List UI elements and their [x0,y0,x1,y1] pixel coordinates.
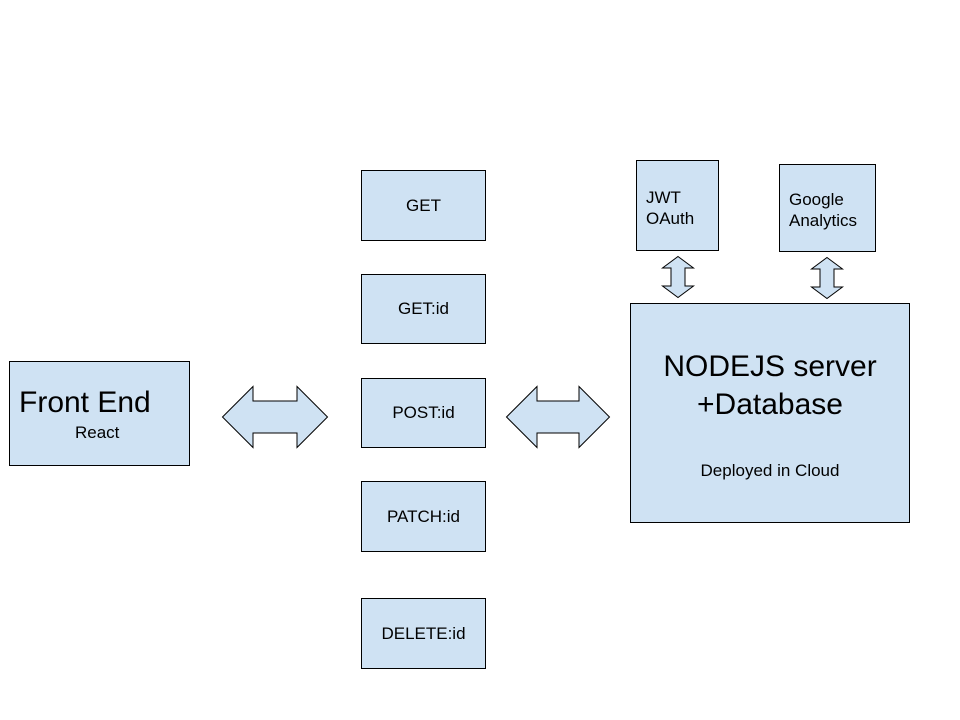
endpoint-get: GET [361,170,486,241]
analytics-line-1: Google [789,190,844,209]
endpoint-patch-id-label: PATCH:id [386,506,461,526]
endpoint-get-id-label: GET:id [397,299,450,318]
server-node: NODEJS server +Database Deployed in Clou… [630,303,910,523]
auth-server-double-arrow [660,255,696,299]
analytics-line-2: Analytics [789,211,858,230]
endpoint-patch-id: PATCH:id [361,481,486,552]
auth-node: JWT OAuth [636,160,719,251]
front-end-node: Front End React [9,361,190,466]
server-title-line-2: +Database [697,388,843,421]
analytics-node: Google Analytics [779,164,876,252]
api-server-double-arrow [505,385,611,449]
front-end-title: Front End [19,386,151,419]
endpoint-get-id: GET:id [361,274,486,344]
front-end-api-double-arrow [221,385,329,449]
endpoint-get-label: GET [406,195,441,215]
auth-line-1: JWT [646,188,681,207]
front-end-subtitle: React [75,423,120,442]
endpoint-delete-id-label: DELETE:id [381,623,466,643]
endpoint-delete-id: DELETE:id [361,598,486,669]
server-subtitle: Deployed in Cloud [700,461,840,480]
endpoint-post-id: POST:id [361,378,486,448]
endpoint-post-id-label: POST:id [392,403,455,422]
auth-line-2: OAuth [646,209,695,228]
analytics-server-double-arrow [809,256,845,300]
server-title-line-1: NODEJS server [663,350,877,383]
